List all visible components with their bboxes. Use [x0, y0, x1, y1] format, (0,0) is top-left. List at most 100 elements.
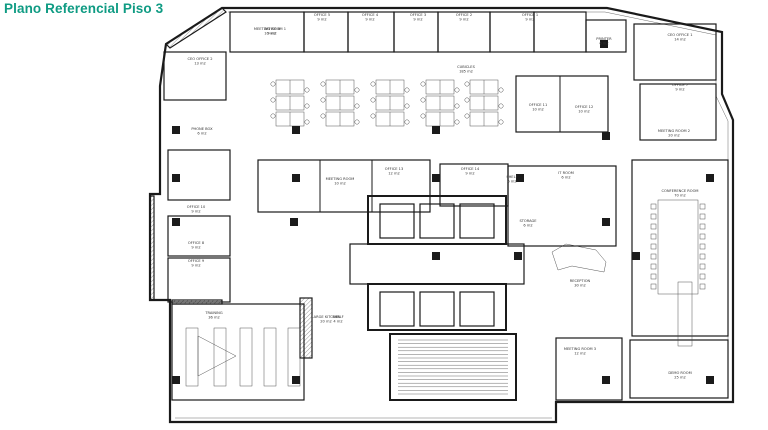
chair — [464, 97, 470, 103]
chair — [404, 103, 410, 109]
room-name: OFFICE 10 — [187, 205, 206, 209]
room-label: MEETING ROOM 220 m2 — [658, 129, 690, 138]
room-area: 9 m2 — [675, 88, 684, 92]
chair — [404, 119, 410, 125]
chair — [699, 243, 706, 250]
chair — [320, 97, 326, 103]
column — [602, 218, 610, 226]
room-label: OFFICE 19 m2 — [522, 13, 538, 22]
column — [600, 40, 608, 48]
column — [706, 174, 714, 182]
column — [290, 218, 298, 226]
room-area: 9 m2 — [191, 210, 200, 214]
chair — [370, 113, 376, 119]
room-name: SHELF — [332, 315, 343, 319]
conference-table — [650, 199, 706, 347]
column — [514, 252, 522, 260]
room-area: 36 m2 — [208, 316, 220, 320]
column — [432, 126, 440, 134]
room-name: CEO OFFICE 1 — [668, 33, 693, 37]
room-name: MEETING ROOM 1 — [254, 27, 286, 31]
chair — [270, 81, 276, 87]
room-label: OFFICE 79 m2 — [672, 83, 688, 92]
chair — [354, 119, 360, 125]
chair — [699, 253, 706, 260]
room-label: MEETING ROOM 312 m2 — [564, 347, 596, 356]
structural-columns — [172, 40, 714, 384]
chair — [699, 263, 706, 270]
room-area: 9 m2 — [267, 32, 276, 36]
room-area: 6 m2 — [507, 180, 516, 184]
chair — [498, 103, 504, 109]
room-label: OFFICE 69 m2 — [264, 27, 281, 36]
chair — [650, 243, 657, 250]
room-area: 12 m2 — [574, 352, 586, 356]
chair — [699, 273, 706, 280]
room-area: 6 m2 — [561, 176, 570, 180]
room-area: 6 m2 — [599, 42, 608, 46]
room-area: 13 m2 — [194, 62, 206, 66]
room-name: OFFICE 6 — [264, 27, 281, 31]
room-area: 12 m2 — [388, 172, 400, 176]
left-offices — [163, 51, 305, 401]
chair — [420, 97, 426, 103]
elevator-core — [349, 195, 525, 401]
room-area: 10 m2 — [532, 108, 544, 112]
room-area: 20 m2 — [320, 320, 332, 324]
building-outline — [148, 6, 735, 424]
chair — [699, 233, 706, 240]
chair — [699, 223, 706, 230]
chair — [370, 81, 376, 87]
chair — [650, 253, 657, 260]
room-area: 10 m2 — [264, 32, 276, 36]
room-name: LARGE KITCHEN — [312, 315, 341, 319]
chair — [304, 87, 310, 93]
room-name: PHONE BOX — [191, 127, 213, 131]
chair — [464, 81, 470, 87]
room-name: MEETING ROOM 3 — [564, 347, 596, 351]
chair — [699, 283, 706, 290]
room-name: OFFICE 5 — [314, 13, 330, 17]
hatched-walls — [149, 7, 313, 359]
room-label: OFFICE 149 m2 — [461, 167, 480, 176]
room-name: IT ROOM — [558, 171, 574, 175]
room-label: OFFICE 109 m2 — [187, 205, 206, 214]
room-area: 9 m2 — [459, 18, 468, 22]
chair — [304, 103, 310, 109]
room-name: STORAGE — [519, 219, 537, 223]
room-name: CEO OFFICE 2 — [188, 57, 213, 61]
room-area: 10 m2 — [334, 182, 346, 186]
chair — [498, 87, 504, 93]
room-area: 9 m2 — [525, 18, 534, 22]
chair — [650, 263, 657, 270]
chair — [650, 283, 657, 290]
chair — [498, 119, 504, 125]
column — [292, 174, 300, 182]
room-name: CONFERENCE ROOM — [662, 189, 699, 193]
chair — [454, 87, 460, 93]
chair — [454, 103, 460, 109]
chair — [304, 119, 310, 125]
chair — [454, 119, 460, 125]
column — [172, 218, 180, 226]
room-area: 9 m2 — [317, 18, 326, 22]
room-label: OFFICE 99 m2 — [188, 259, 205, 268]
column — [706, 376, 714, 384]
column — [432, 252, 440, 260]
room-name: OFFICE 4 — [362, 13, 379, 17]
column — [172, 376, 180, 384]
room-name: OFFICE 7 — [672, 83, 688, 87]
chair — [404, 87, 410, 93]
room-name: OFFICE 9 — [188, 259, 205, 263]
room-area: 4 m2 — [333, 320, 342, 324]
chair — [420, 81, 426, 87]
room-name: MEETING ROOM — [326, 177, 355, 181]
